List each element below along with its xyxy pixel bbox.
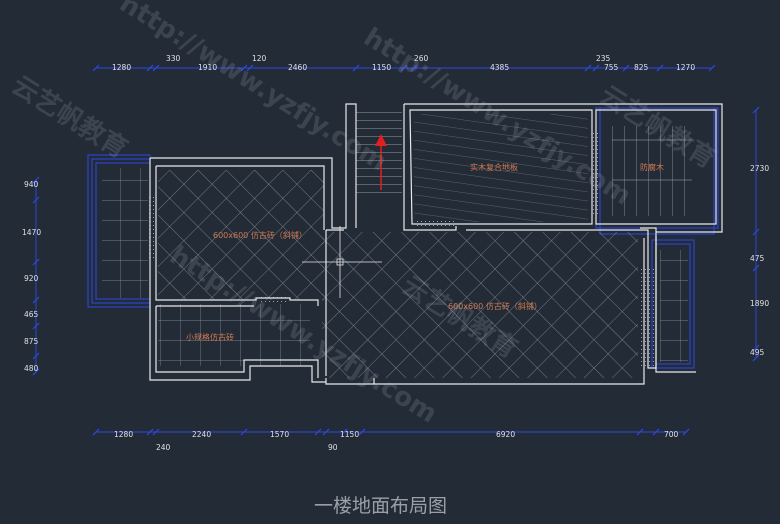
top-tick: [246, 64, 254, 72]
bottom-tick: [636, 428, 644, 436]
dim-bottom-5: 90: [328, 443, 338, 452]
label-small-tile: 小规格仿古砖: [186, 332, 234, 342]
dim-bottom-2: 240: [156, 443, 171, 452]
left-tick: [32, 296, 40, 304]
watermark-brand-1: 云艺帆教育: [6, 70, 133, 165]
bottom-tick: [322, 428, 330, 436]
top-tick: [656, 64, 664, 72]
right-tick: [752, 264, 760, 272]
top-tick: [152, 64, 160, 72]
deck-area: [612, 126, 692, 216]
wood-floor-room: [414, 114, 588, 222]
dim-top-12: 1270: [676, 63, 695, 72]
dim-left-1: 940: [24, 180, 39, 189]
top-tick: [622, 64, 630, 72]
dim-left-5: 875: [24, 337, 39, 346]
dimension-ticks: [32, 64, 760, 436]
top-dimensions: 1280 330 1910 120 2460 1150 260 4385 235…: [112, 54, 695, 72]
left-tick: [32, 258, 40, 266]
right-balcony-tiles: [660, 250, 688, 362]
left-dimensions: 940 1470 920 465 875 480: [22, 180, 41, 373]
label-wood-floor: 实木复合地板: [470, 162, 518, 172]
stair-treads: [356, 112, 402, 198]
top-tick: [240, 64, 248, 72]
left-tick: [32, 176, 40, 184]
dim-top-8: 4385: [490, 63, 509, 72]
bottom-tick: [682, 428, 690, 436]
dim-top-7: 260: [414, 54, 429, 63]
dim-top-4: 120: [252, 54, 267, 63]
top-tick: [146, 64, 154, 72]
dim-left-3: 920: [24, 274, 39, 283]
bottom-tick: [652, 428, 660, 436]
left-tick: [32, 322, 40, 330]
living-room-diagonal-tiles: [158, 170, 324, 300]
dim-right-3: 1890: [750, 299, 769, 308]
left-tick: [32, 352, 40, 360]
dim-bottom-4: 1570: [270, 430, 289, 439]
dim-left-2: 1470: [22, 228, 41, 237]
right-tick: [752, 228, 760, 236]
dim-top-9: 235: [596, 54, 611, 63]
dim-bottom-6: 1150: [340, 430, 359, 439]
bottom-tick: [92, 428, 100, 436]
bottom-tick: [358, 428, 366, 436]
dim-top-1: 1280: [112, 63, 131, 72]
threshold-dots-3: [590, 130, 600, 216]
top-tick: [352, 64, 360, 72]
bottom-tick: [152, 428, 160, 436]
floor-fills: [102, 112, 692, 378]
small-tile-room: [158, 304, 310, 366]
watermark-url-1: http://www.yzfjy.com: [114, 0, 392, 178]
dim-right-1: 2730: [750, 164, 769, 173]
dim-bottom-8: 700: [664, 430, 679, 439]
cad-crosshair-cursor: [302, 226, 382, 298]
threshold-dots-5: [258, 296, 288, 304]
bottom-tick: [340, 428, 348, 436]
left-balcony-tiles: [102, 168, 148, 298]
top-tick: [410, 64, 418, 72]
label-tile-main: 600x600 仿古砖（斜铺）: [448, 301, 542, 311]
bottom-tick: [146, 428, 154, 436]
threshold-dots-2: [640, 266, 654, 366]
label-tile-left: 600x600 仿古砖（斜铺）: [213, 230, 307, 240]
dim-bottom-3: 2240: [192, 430, 211, 439]
threshold-dots-4: [416, 218, 456, 226]
main-hall-diagonal-tiles: [322, 232, 638, 378]
right-tick: [752, 344, 760, 352]
bottom-tick: [314, 428, 322, 436]
bottom-tick: [240, 428, 248, 436]
dim-right-2: 475: [750, 254, 765, 263]
top-tick: [592, 64, 600, 72]
dim-left-4: 465: [24, 310, 39, 319]
stair-up-arrow: [375, 134, 387, 190]
drawing-title: 一楼地面布局图: [314, 495, 447, 517]
dim-bottom-7: 6920: [496, 430, 515, 439]
left-tick: [32, 196, 40, 204]
right-dimensions: 2730 475 1890 495: [750, 164, 769, 357]
dim-bottom-1: 1280: [114, 430, 133, 439]
right-tick: [752, 106, 760, 114]
dim-top-5: 2460: [288, 63, 307, 72]
dim-right-4: 495: [750, 348, 765, 357]
label-deck: 防腐木: [640, 162, 664, 172]
left-tick: [32, 368, 40, 376]
dim-top-3: 1910: [198, 63, 217, 72]
dim-top-10: 755: [604, 63, 619, 72]
top-tick: [92, 64, 100, 72]
top-tick: [584, 64, 592, 72]
dim-top-2: 330: [166, 54, 181, 63]
dim-top-6: 1150: [372, 63, 391, 72]
dim-top-11: 825: [634, 63, 649, 72]
walls: [149, 103, 723, 385]
top-tick: [400, 64, 408, 72]
bottom-dimensions: 1280 240 2240 1570 90 1150 6920 700: [114, 430, 679, 452]
dim-left-6: 480: [24, 364, 39, 373]
right-tick: [752, 354, 760, 362]
top-tick: [708, 64, 716, 72]
room-labels: 600x600 仿古砖（斜铺） 600x600 仿古砖（斜铺） 小规格仿古砖 实…: [186, 162, 664, 342]
